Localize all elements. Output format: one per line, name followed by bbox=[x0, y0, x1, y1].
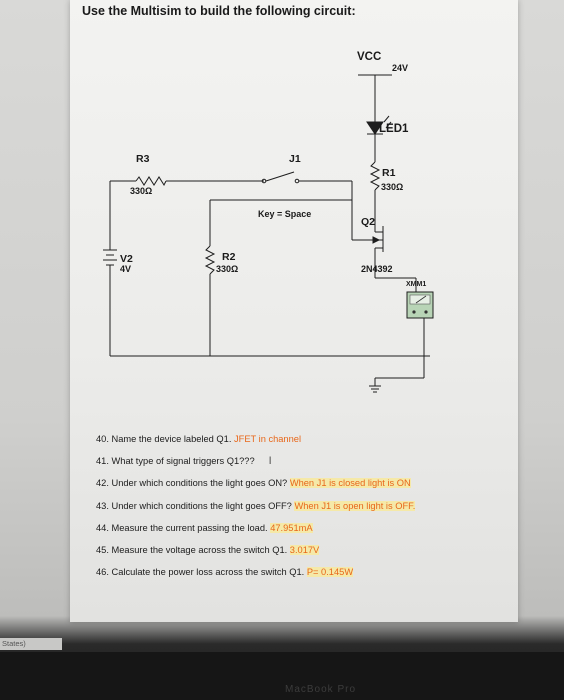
vcc-label: VCC bbox=[357, 51, 381, 63]
page-heading: Use the Multisim to build the following … bbox=[82, 4, 356, 18]
circuit-schematic: VCC 24V LED1 R1 330Ω R3 330Ω J1 Key = Sp… bbox=[103, 51, 434, 393]
laptop-bezel bbox=[0, 652, 564, 700]
document-page bbox=[70, 0, 518, 622]
answer-text: 3.017V bbox=[289, 544, 320, 555]
key-label: Key = Space bbox=[258, 209, 311, 219]
list-item: 42. Under which conditions the light goe… bbox=[96, 478, 411, 489]
meter-label: XMM1 bbox=[406, 281, 426, 288]
v2-value: 4V bbox=[120, 264, 131, 274]
r3-label: R3 bbox=[136, 153, 150, 165]
q2-label: Q2 bbox=[361, 216, 375, 228]
answer-text: P= 0.145W bbox=[306, 567, 354, 578]
transistor-model: 2N4392 bbox=[361, 264, 393, 274]
list-item: 41. What type of signal triggers Q1???I bbox=[96, 455, 272, 468]
multimeter-icon bbox=[406, 291, 434, 319]
r2-label: R2 bbox=[222, 251, 236, 263]
list-item: 40. Name the device labeled Q1. JFET in … bbox=[96, 434, 302, 444]
answer-text: 47.951mA bbox=[270, 522, 313, 533]
question-list: 40. Name the device labeled Q1. JFET in … bbox=[96, 432, 416, 587]
list-item: 45. Measure the voltage across the switc… bbox=[96, 544, 320, 555]
laptop-brand-text: MacBook Pro bbox=[285, 684, 357, 695]
status-tab[interactable]: States) bbox=[0, 638, 62, 650]
led-label: LED1 bbox=[379, 123, 409, 135]
vcc-value: 24V bbox=[392, 63, 408, 73]
j1-label: J1 bbox=[289, 153, 301, 165]
list-item: 43. Under which conditions the light goe… bbox=[96, 500, 416, 511]
list-item: 46. Calculate the power loss across the … bbox=[96, 567, 354, 578]
r1-value: 330Ω bbox=[381, 182, 403, 192]
r1-label: R1 bbox=[382, 167, 396, 179]
answer-text: When J1 is open light is OFF. bbox=[294, 500, 416, 511]
answer-text: When J1 is closed light is ON bbox=[289, 478, 411, 489]
r2-value: 330Ω bbox=[216, 264, 238, 274]
v2-label: V2 bbox=[120, 253, 133, 265]
list-item: 44. Measure the current passing the load… bbox=[96, 522, 313, 533]
text-cursor-icon: I bbox=[268, 455, 272, 468]
answer-text: JFET in channel bbox=[234, 434, 302, 444]
r3-value: 330Ω bbox=[130, 186, 152, 196]
